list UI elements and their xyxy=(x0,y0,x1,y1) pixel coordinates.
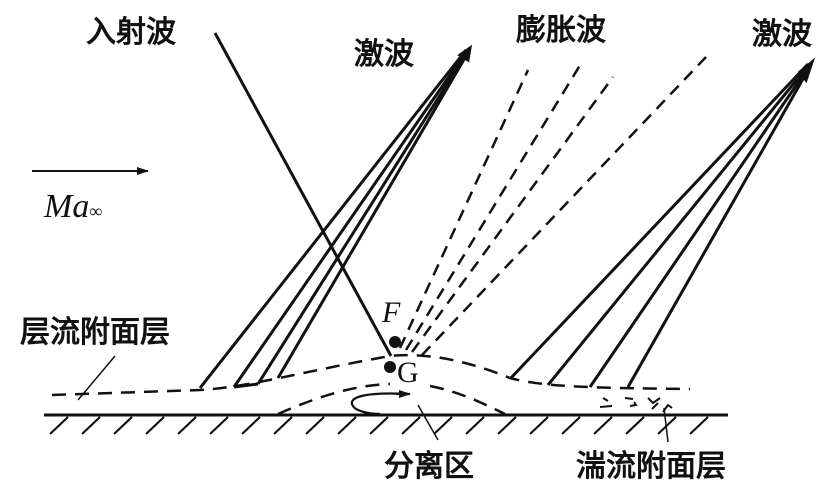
separation-streamline xyxy=(277,382,506,416)
laminar-leader-line xyxy=(77,355,116,401)
label-point-f: F xyxy=(382,296,401,329)
label-laminar-boundary-layer: 层流附面层 xyxy=(20,315,170,350)
turbulent-eddies xyxy=(599,397,673,413)
point-g-marker xyxy=(384,361,396,373)
label-turbulent-boundary-layer: 湍流附面层 xyxy=(576,449,726,484)
mach-symbol: Ma xyxy=(44,188,90,225)
point-f-marker xyxy=(389,336,401,348)
label-point-g: G xyxy=(397,356,419,389)
label-expansion-waves: 膨胀波 xyxy=(516,13,606,48)
solid-wall xyxy=(44,413,728,435)
left-shock-fan xyxy=(198,44,473,389)
separation-leader-line xyxy=(417,404,439,441)
label-freestream-mach: Ma∞ xyxy=(44,190,102,224)
recirculation-loop xyxy=(350,390,411,416)
expansion-wave-fan xyxy=(398,56,707,356)
label-incident-wave: 入射波 xyxy=(86,15,176,50)
boundary-layer-edge xyxy=(51,353,691,397)
mach-subscript: ∞ xyxy=(89,201,103,221)
label-shock-left: 激波 xyxy=(354,37,414,72)
right-shock-fan xyxy=(508,57,816,388)
label-separation-region: 分离区 xyxy=(384,449,474,484)
incident-shock-line xyxy=(213,32,393,357)
label-shock-right: 激波 xyxy=(752,17,812,52)
